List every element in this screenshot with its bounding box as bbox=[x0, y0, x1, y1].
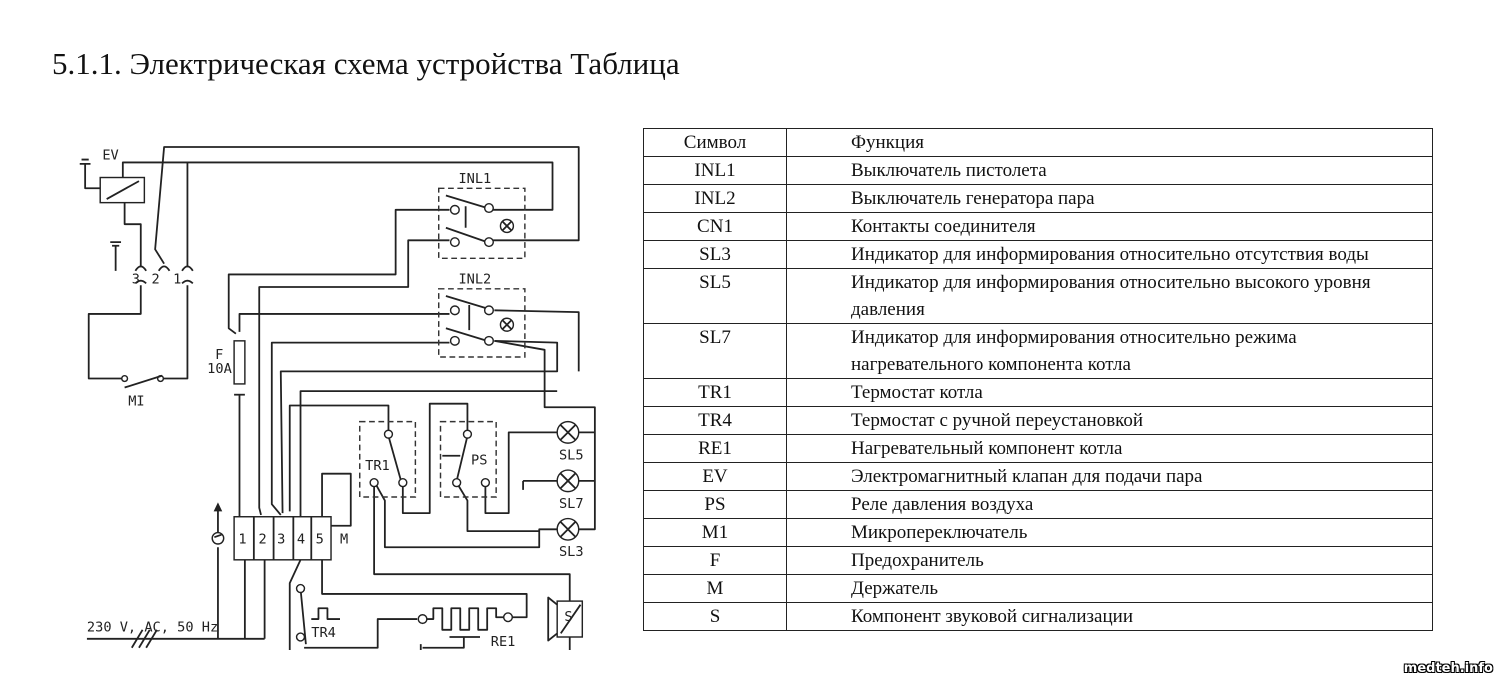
label-m: M bbox=[340, 532, 348, 548]
table-header-row: Символ Функция bbox=[643, 128, 1433, 157]
cell-symbol: SL5 bbox=[643, 268, 787, 324]
cell-function: Нагревательный компонент котла bbox=[786, 434, 1433, 463]
cell-symbol: INL1 bbox=[643, 156, 787, 185]
cell-symbol: PS bbox=[643, 490, 787, 519]
cell-symbol: EV bbox=[643, 462, 787, 491]
cell-function: Микропереключатель bbox=[786, 518, 1433, 547]
label-terminal-3: 3 bbox=[277, 532, 285, 548]
cell-function: Предохранитель bbox=[786, 546, 1433, 575]
header-symbol: Символ bbox=[643, 128, 787, 157]
ground-terminal bbox=[211, 502, 225, 545]
label-sl3: SL3 bbox=[559, 544, 584, 560]
cell-symbol: TR1 bbox=[643, 378, 787, 407]
cell-function: Электромагнитный клапан для подачи пара bbox=[786, 462, 1433, 491]
cell-symbol: CN1 bbox=[643, 212, 787, 241]
connector-cn1 bbox=[134, 265, 194, 285]
label-sl7: SL7 bbox=[559, 496, 584, 512]
cell-function: Реле давления воздуха bbox=[786, 490, 1433, 519]
label-connector-1: 1 bbox=[173, 271, 181, 287]
wires bbox=[86, 146, 596, 664]
label-terminal-2: 2 bbox=[259, 532, 267, 548]
buzzer-s bbox=[547, 596, 584, 642]
wiring-diagram-svg: EV INL1 INL2 3 2 1 MI F 10A TR1 PS SL5 S… bbox=[79, 146, 596, 664]
wiring-diagram: EV INL1 INL2 3 2 1 MI F 10A TR1 PS SL5 S… bbox=[60, 120, 620, 664]
label-connector-2: 2 bbox=[152, 271, 160, 287]
label-tr4: TR4 bbox=[311, 625, 336, 641]
label-fuse-rating: 10A bbox=[207, 361, 232, 377]
cell-symbol: S bbox=[643, 602, 787, 631]
cell-function: Индикатор для информирования относительн… bbox=[786, 240, 1433, 269]
label-sl5: SL5 bbox=[559, 447, 584, 463]
inl2-switch bbox=[438, 288, 526, 358]
label-tr1: TR1 bbox=[365, 458, 390, 474]
cell-symbol: F bbox=[643, 546, 787, 575]
label-inl1: INL1 bbox=[458, 171, 491, 187]
cell-function: Индикатор для информирования относительн… bbox=[786, 268, 1433, 324]
cell-symbol: INL2 bbox=[643, 184, 787, 213]
header-function: Функция bbox=[786, 128, 1433, 157]
cell-function: Термостат котла bbox=[786, 378, 1433, 407]
indicator-lamps bbox=[556, 420, 580, 541]
cell-symbol: SL7 bbox=[643, 323, 787, 379]
inl1-switch bbox=[438, 187, 526, 259]
fuse bbox=[233, 340, 246, 396]
cell-function: Выключатель генератора пара bbox=[786, 184, 1433, 213]
pressure-switch-ps bbox=[439, 420, 497, 498]
cell-function: Индикатор для информирования относительн… bbox=[786, 323, 1433, 379]
label-ev: EV bbox=[102, 148, 118, 164]
terminal-block-m bbox=[233, 516, 332, 561]
label-m1: MI bbox=[128, 393, 144, 409]
page-title: 5.1.1. Электрическая схема устройства Та… bbox=[52, 46, 680, 81]
cell-function: Компонент звуковой сигнализации bbox=[786, 602, 1433, 631]
label-terminal-1: 1 bbox=[238, 532, 246, 548]
cell-symbol: SL3 bbox=[643, 240, 787, 269]
cell-function: Термостат с ручной переустановкой bbox=[786, 406, 1433, 435]
cell-symbol: TR4 bbox=[643, 406, 787, 435]
label-ps: PS bbox=[471, 453, 487, 469]
label-inl2: INL2 bbox=[458, 271, 491, 287]
watermark: medteh.info bbox=[1403, 661, 1493, 676]
label-terminal-4: 4 bbox=[297, 532, 305, 548]
thermostat-tr4 bbox=[295, 583, 340, 645]
cell-function: Выключатель пистолета bbox=[786, 156, 1433, 185]
label-s: S bbox=[564, 609, 572, 625]
cell-symbol: M1 bbox=[643, 518, 787, 547]
cell-function: Контакты соединителя bbox=[786, 212, 1433, 241]
cell-symbol: RE1 bbox=[643, 434, 787, 463]
label-re1: RE1 bbox=[491, 634, 516, 650]
label-terminal-5: 5 bbox=[316, 532, 324, 548]
ev-valve bbox=[79, 158, 146, 271]
diagram-labels: EV INL1 INL2 3 2 1 MI F 10A TR1 PS SL5 S… bbox=[87, 148, 584, 650]
label-connector-3: 3 bbox=[132, 271, 140, 287]
microswitch-m1 bbox=[121, 374, 165, 389]
label-fuse: F bbox=[215, 347, 223, 363]
label-mains: 230 V, AC, 50 Hz bbox=[87, 620, 218, 636]
cell-function: Держатель bbox=[786, 574, 1433, 603]
cell-symbol: M bbox=[643, 574, 787, 603]
